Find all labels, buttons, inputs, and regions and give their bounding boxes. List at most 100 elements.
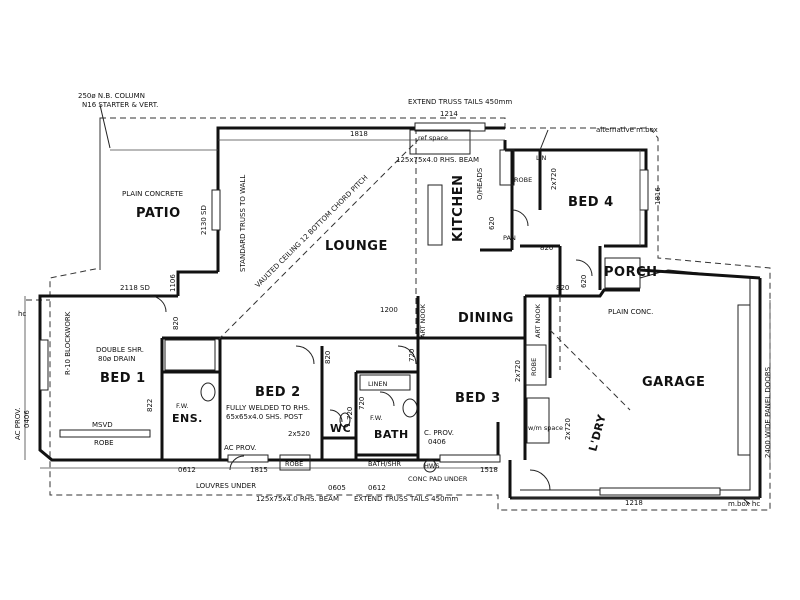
note-lin: LIN	[536, 154, 547, 162]
note-drain: 80ø DRAIN	[98, 355, 135, 363]
room-bath: BATH	[374, 428, 409, 441]
note-panel-doors: 2400 WIDE PANEL DOORS	[764, 366, 772, 458]
room-bed2: BED 2	[255, 385, 301, 400]
note-column-1: 250ø N.B. COLUMN	[78, 92, 145, 100]
dim-822: 822	[146, 399, 154, 412]
room-bed3: BED 3	[455, 391, 501, 406]
robe-bed3	[525, 344, 547, 386]
note-c-prov: C. PROV.	[424, 429, 454, 437]
dim-1818: 1818	[350, 130, 368, 138]
note-ac-prov-1: AC PROV.	[14, 408, 22, 440]
note-fw-bath: F.W.	[370, 414, 383, 422]
dim-2x520: 2x520	[288, 430, 310, 438]
note-extend-truss-bottom: EXTEND TRUSS TAILS 450mm	[354, 495, 458, 503]
porch-box	[604, 257, 641, 289]
dim-820-c: 820	[540, 244, 553, 252]
double-shower	[164, 339, 216, 371]
note-art-nook-1: ART NOOK	[419, 303, 427, 338]
note-vaulted-ceiling: VAULTED CEILING 12 BOTTOM CHORD PITCH	[254, 174, 370, 290]
robe-bed4	[499, 149, 515, 186]
note-blockwork: R-10 BLOCKWORK	[64, 311, 72, 375]
note-pan: PAN	[503, 234, 516, 242]
dim-2118: 2118 SD	[120, 284, 150, 292]
dim-0605: 0605	[328, 484, 346, 492]
room-bed1: BED 1	[100, 371, 146, 386]
note-oheads: O/HEADS	[476, 167, 484, 200]
note-double-shr: DOUBLE SHR.	[96, 346, 144, 354]
dim-2x720-b: 2x720	[514, 360, 522, 382]
note-rhs-beam-top: 125x75x4.0 RHS. BEAM	[396, 156, 479, 164]
room-laundry: L'DRY	[586, 412, 608, 452]
note-msvd: MSVD	[92, 421, 113, 429]
dim-620-b: 620	[580, 275, 588, 288]
dim-1815: 1815	[250, 466, 268, 474]
dim-720-a: 720	[408, 349, 416, 362]
note-louvres: LOUVRES UNDER	[196, 482, 256, 490]
dim-620: 620	[488, 217, 496, 230]
dim-2x720-a: 2x720	[550, 168, 558, 190]
dim-820-b: 820	[324, 351, 332, 364]
note-column-2: N16 STARTER & VERT.	[82, 101, 158, 109]
note-alt-mbox: alternative m.box	[596, 126, 658, 134]
note-extend-truss-top: EXTEND TRUSS TAILS 450mm	[408, 98, 512, 106]
note-bath-shr: BATH/SHR	[368, 460, 401, 468]
dim-1214: 1214	[440, 110, 458, 118]
room-dining: DINING	[458, 311, 514, 326]
note-robe-bed4: ROBE	[514, 176, 532, 184]
dim-1200: 1200	[380, 306, 398, 314]
note-hws: HWS	[424, 462, 439, 470]
note-fully-welded-2: 65x65x4.0 SHS. POST	[226, 413, 303, 421]
roof-outline	[49, 117, 771, 511]
note-art-nook-2: ART NOOK	[534, 303, 542, 338]
kitchen-island	[427, 184, 443, 246]
room-bed4: BED 4	[568, 195, 614, 210]
note-c-prov-dim: 0406	[428, 438, 446, 446]
windows	[39, 122, 721, 496]
note-fw-ens: F.W.	[176, 402, 189, 410]
note-robe-bed1: ROBE	[94, 439, 114, 447]
dim-1218: 1218	[625, 499, 643, 507]
room-porch: PORCH	[604, 265, 658, 280]
note-linen: LINEN	[368, 380, 388, 388]
ref-space	[409, 129, 471, 155]
interior-walls	[160, 150, 602, 460]
note-hc: hc	[18, 310, 26, 318]
note-robe-bed2: ROBE	[285, 460, 303, 468]
dim-0612-b: 0612	[368, 484, 386, 492]
dim-1106: 1106	[169, 274, 177, 292]
note-mbox-hc: m.box hc	[728, 500, 760, 508]
note-plain-concrete: PLAIN CONCRETE	[122, 190, 183, 198]
linen-cupboard	[359, 374, 411, 391]
dim-2x720-c: 2x720	[564, 418, 572, 440]
dim-2130: 2130 SD	[200, 205, 208, 235]
note-plain-conc: PLAIN CONC.	[608, 308, 653, 316]
room-patio: PATIO	[136, 206, 181, 221]
note-ac-prov-1-dim: 0406	[23, 410, 31, 428]
dim-720-c: 720	[358, 397, 366, 410]
note-conc-pad: CONC PAD UNDER	[408, 475, 468, 483]
dim-720-b: 720	[346, 407, 354, 420]
garage-outline	[508, 268, 762, 500]
room-garage: GARAGE	[642, 375, 705, 390]
dim-820-d: 820	[556, 284, 569, 292]
dimension-lines	[24, 139, 771, 499]
note-fully-welded-1: FULLY WELDED TO RHS.	[226, 404, 310, 412]
room-lounge: LOUNGE	[325, 239, 388, 254]
dim-820-a: 820	[172, 317, 180, 330]
note-robe-bed3: ROBE	[530, 358, 538, 376]
dim-1518: 1518	[480, 466, 498, 474]
robe-bed2	[279, 454, 311, 471]
note-standard-truss: STANDARD TRUSS TO WALL	[239, 175, 247, 272]
room-ensuite: ENS.	[172, 412, 203, 425]
room-kitchen: KITCHEN	[451, 175, 466, 242]
door-swings	[149, 209, 593, 491]
note-ac-prov-2: AC PROV.	[224, 444, 256, 452]
dim-0612-a: 0612	[178, 466, 196, 474]
dim-1816: 1816	[654, 187, 662, 205]
note-wm-space: w/m space	[528, 424, 563, 432]
note-ref-space: ref space	[418, 134, 448, 142]
room-wc: WC	[330, 422, 351, 435]
wm-space	[526, 397, 550, 444]
note-rhs-beam-bottom: 125x75x4.0 RHS. BEAM	[256, 495, 339, 503]
